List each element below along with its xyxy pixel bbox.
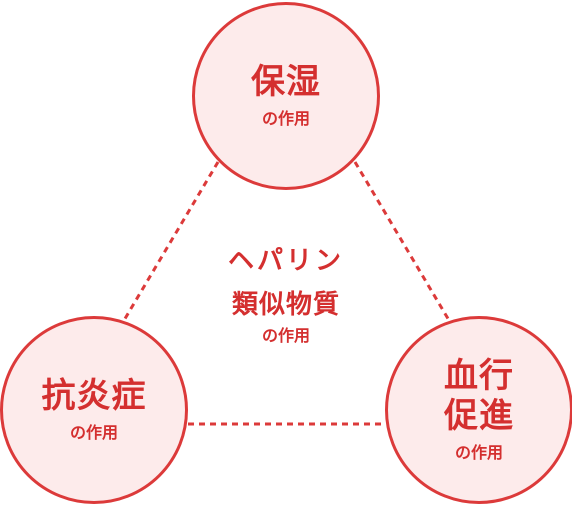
node-anti-inflammatory-title: 抗炎症	[41, 376, 147, 416]
connector-top-left	[121, 161, 220, 323]
node-circulation-title-line1: 血行	[444, 356, 514, 396]
node-moisturizing: 保湿 の作用	[192, 2, 380, 190]
node-circulation: 血行 促進 の作用	[385, 316, 572, 504]
node-circulation-title-line2: 促進	[444, 396, 514, 436]
center-label: ヘパリン 類似物質 の作用	[186, 243, 386, 347]
node-circulation-sub: の作用	[454, 443, 503, 462]
node-anti-inflammatory: 抗炎症 の作用	[0, 316, 188, 504]
center-label-sub: の作用	[261, 326, 310, 345]
node-moisturizing-title: 保湿	[251, 62, 321, 102]
connector-top-right	[353, 161, 452, 323]
center-label-line2: 類似物質	[231, 290, 340, 320]
node-anti-inflammatory-sub: の作用	[69, 423, 118, 442]
node-moisturizing-sub: の作用	[261, 109, 310, 128]
center-label-line1: ヘパリン	[227, 246, 344, 276]
